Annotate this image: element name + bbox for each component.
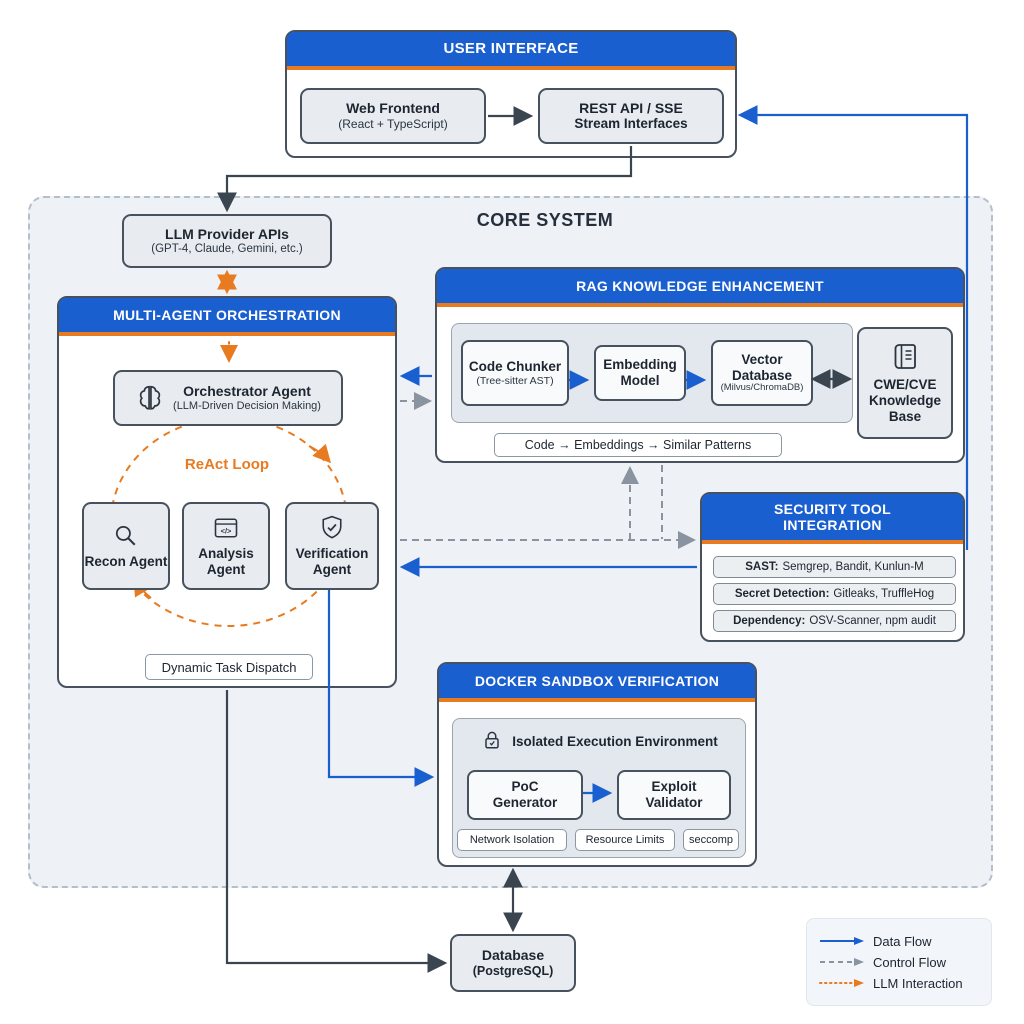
react-loop-label: ReAct Loop [184, 456, 270, 473]
embedding-model-node: Embedding Model [594, 345, 686, 401]
task-dispatch-label: Dynamic Task Dispatch [145, 654, 313, 680]
sandbox-badge-resources: Resource Limits [575, 829, 675, 851]
agent-label: Recon Agent [84, 553, 168, 569]
legend-item-data-flow: Data Flow [819, 934, 979, 949]
react-loop-arc [110, 341, 348, 627]
security-row-label: Secret Detection: [734, 588, 830, 600]
legend-item-llm-interaction: LLM Interaction [819, 976, 979, 991]
embedding-model-title: Embedding Model [603, 357, 677, 388]
rest-api-title: REST API / SSE [579, 99, 683, 116]
security-row-value: Semgrep, Bandit, Kunlun-M [782, 561, 924, 573]
code-chunker-title: Code Chunker [468, 359, 562, 375]
cwe-cve-node: CWE/CVE Knowledge Base [857, 327, 953, 439]
web-frontend-node: Web Frontend (React + TypeScript) [300, 88, 486, 144]
security-row-value: Gitleaks, TruffleHog [833, 588, 935, 600]
security-row-value: OSV-Scanner, npm audit [809, 615, 936, 627]
sandbox-badge-seccomp: seccomp [683, 829, 739, 851]
shield-check-icon [322, 515, 342, 539]
llm-provider-node: LLM Provider APIs (GPT-4, Claude, Gemini… [122, 214, 332, 268]
lock-check-icon [485, 731, 499, 749]
rag-title: RAG KNOWLEDGE ENHANCEMENT [437, 269, 963, 307]
legend-item-control-flow: Control Flow [819, 955, 979, 970]
rest-api-node: REST API / SSE Stream Interfaces [538, 88, 724, 144]
rest-api-subtitle: Stream Interfaces [574, 116, 688, 132]
vector-database-title: Vector Database [731, 352, 793, 383]
data-flow-arrow-sample [820, 937, 864, 945]
exploit-validator-node: Exploit Validator [617, 770, 731, 820]
legend: Data Flow Control Flow LLM Interaction [806, 918, 992, 1006]
user-interface-title: USER INTERFACE [287, 32, 735, 70]
core-system-title: CORE SYSTEM [476, 210, 614, 230]
user-interface-panel: USER INTERFACE Web Frontend (React + Typ… [285, 30, 737, 158]
web-frontend-title: Web Frontend [346, 100, 440, 117]
sandbox-title: DOCKER SANDBOX VERIFICATION [439, 664, 755, 702]
orchestrator-subtitle: (LLM-Driven Decision Making) [173, 399, 321, 412]
code-chunker-node: Code Chunker (Tree-sitter AST) [461, 340, 569, 406]
web-frontend-subtitle: (React + TypeScript) [338, 117, 448, 132]
recon-agent-node: Recon Agent [82, 502, 170, 590]
security-row-label: SAST: [745, 561, 779, 573]
poc-generator-node: PoC Generator [467, 770, 583, 820]
book-icon [894, 343, 916, 369]
legend-label: Data Flow [873, 933, 932, 949]
database-node: Database (PostgreSQL) [450, 934, 576, 992]
database-subtitle: (PostgreSQL) [472, 963, 554, 978]
agent-label: Analysis Agent [198, 545, 254, 577]
vector-database-subtitle: (Milvus/ChromaDB) [720, 382, 804, 394]
security-row-dependency: Dependency: OSV-Scanner, npm audit [713, 610, 956, 632]
security-tools-title: SECURITY TOOL INTEGRATION [702, 494, 963, 544]
analysis-agent-node: </> Analysis Agent [182, 502, 270, 590]
security-tools-panel: SECURITY TOOL INTEGRATION SAST: Semgrep,… [700, 492, 965, 642]
verification-agent-node: Verification Agent [285, 502, 379, 590]
llm-interaction-arrow-sample [819, 979, 864, 987]
legend-label: Control Flow [873, 954, 946, 970]
llm-provider-subtitle: (GPT-4, Claude, Gemini, etc.) [151, 242, 303, 255]
sandbox-panel: DOCKER SANDBOX VERIFICATION Isolated Exe… [437, 662, 757, 867]
sandbox-badge-network: Network Isolation [457, 829, 567, 851]
code-chunker-subtitle: (Tree-sitter AST) [476, 374, 554, 387]
vector-database-node: Vector Database (Milvus/ChromaDB) [711, 340, 813, 406]
legend-label: LLM Interaction [873, 975, 963, 991]
orchestrator-node: Orchestrator Agent (LLM-Driven Decision … [113, 370, 343, 426]
orchestration-panel: MULTI-AGENT ORCHESTRATION Orchestrator A… [57, 296, 397, 688]
orchestrator-title: Orchestrator Agent [183, 383, 311, 399]
database-title: Database [481, 947, 545, 964]
isolated-env-label: Isolated Execution Environment [452, 726, 746, 756]
security-row-sast: SAST: Semgrep, Bandit, Kunlun-M [713, 556, 956, 578]
cwe-cve-title: CWE/CVE Knowledge Base [868, 376, 941, 425]
agent-label: Verification Agent [295, 545, 369, 577]
code-window-icon: </> [214, 518, 238, 538]
rag-pipeline-label: Code → Embeddings → Similar Patterns [494, 433, 782, 457]
isolated-env-text: Isolated Execution Environment [512, 733, 718, 749]
svg-text:</>: </> [221, 527, 232, 536]
rag-panel: RAG KNOWLEDGE ENHANCEMENT Code Chunker (… [435, 267, 965, 463]
llm-provider-title: LLM Provider APIs [165, 225, 289, 242]
security-row-secrets: Secret Detection: Gitleaks, TruffleHog [713, 583, 956, 605]
orchestration-title: MULTI-AGENT ORCHESTRATION [59, 298, 395, 336]
brain-icon [139, 385, 161, 410]
magnifier-icon [115, 525, 136, 546]
control-flow-arrow-sample [820, 958, 864, 966]
security-row-label: Dependency: [733, 615, 806, 627]
